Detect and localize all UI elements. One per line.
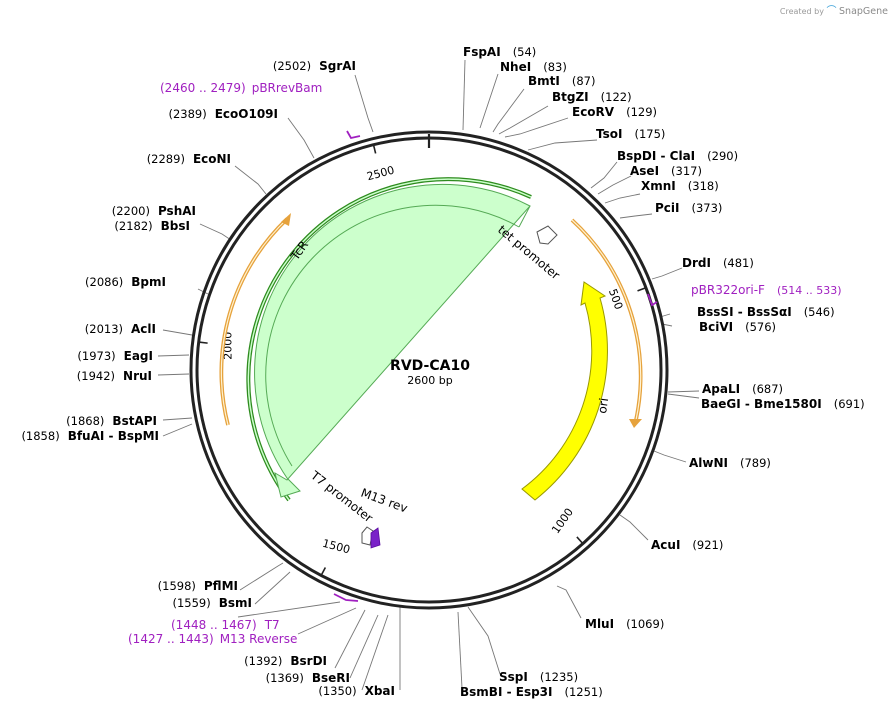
brand-product: SnapGene: [839, 6, 888, 17]
tick-label: 2500: [365, 164, 395, 184]
tick-mark: [320, 567, 327, 576]
enzyme-site-drdi: DrdI(481): [682, 256, 754, 270]
primer-markers: [333, 130, 658, 602]
enzyme-site-eagi: (1973)EagI: [77, 349, 153, 363]
tick-label: 1000: [549, 506, 576, 536]
enzyme-site-nrui: (1942)NruI: [77, 369, 152, 383]
orf-arc-left-arrowhead: [281, 213, 291, 226]
small-features: [361, 225, 558, 549]
primer-labels: (2460 .. 2479)pBRrevBam pBR322ori-F(514 …: [128, 81, 842, 646]
backbone-ring: [189, 130, 669, 610]
feature-tcr: [246, 177, 532, 502]
enzyme-site-bbsi: (2182)BbsI: [114, 219, 190, 233]
primer-marker-pbrrevbam: [346, 130, 361, 140]
primer-label-t7: (1448 .. 1467)T7: [171, 618, 280, 632]
enzyme-labels: (2502)SgrAI (2389)EcoO109I (2289)EcoNI (220…: [21, 45, 864, 699]
brand-created-by: Created by: [779, 7, 824, 16]
tick-label: 1500: [321, 537, 351, 557]
enzyme-site-bsmbi-esp3i: BsmBI - Esp3I(1251): [460, 685, 603, 699]
enzyme-site-apali: ApaLI(687): [702, 382, 783, 396]
enzyme-site-sgrai: (2502)SgrAI: [273, 59, 356, 73]
enzyme-site-baegi-bme1580i: BaeGI - Bme1580I(691): [701, 397, 865, 411]
enzyme-site-pshai: (2200)PshAI: [112, 204, 196, 218]
enzyme-site-nhei: NheI(83): [500, 60, 567, 74]
enzyme-site-bspdi-clai: BspDI - ClaI(290): [617, 149, 738, 163]
orf-arc-right: [570, 218, 643, 421]
primer-marker-t7: [333, 593, 359, 602]
primer-label-pbr322ori-f: pBR322ori-F(514 .. 533): [691, 283, 842, 297]
enzyme-site-bmti: BmtI(87): [528, 74, 595, 88]
enzyme-site-tsoi: TsoI(175): [596, 127, 665, 141]
ori-label: ori: [595, 397, 611, 414]
enzyme-site-econi: (2289)EcoNI: [147, 152, 231, 166]
primer-marker-pbr322ori-f: [647, 293, 658, 307]
tick-mark: [198, 341, 208, 344]
m13-rev-icon: [370, 527, 381, 549]
tick-mark: [372, 144, 377, 154]
enzyme-site-fspai: FspAI(54): [463, 45, 536, 59]
tcr-arrow: [254, 183, 531, 498]
enzyme-site-acui: AcuI(921): [651, 538, 723, 552]
ori-arrow: [521, 281, 608, 501]
enzyme-site-btgzi: BtgZI(122): [552, 90, 632, 104]
primer-label-m13-reverse: (1427 .. 1443)M13 Reverse: [128, 632, 297, 646]
enzyme-site-acli: (2013)AclI: [85, 322, 156, 336]
enzyme-site-bsssi-bsssαi: BssSI - BssSαI(546): [697, 305, 835, 319]
snapgene-logo-icon: ⌒: [826, 6, 837, 17]
tet-promoter-icon: [536, 225, 558, 245]
orf-arc-right-arrowhead: [629, 419, 642, 428]
enzyme-site-xbai: (1350)XbaI: [318, 684, 395, 698]
primer-label-pbrrevbam: (2460 .. 2479)pBRrevBam: [160, 81, 322, 95]
enzyme-site-mlui: MluI(1069): [585, 617, 664, 631]
enzyme-site-pcii: PciI(373): [655, 201, 722, 215]
plasmid-name: RVD-CA10: [390, 358, 470, 374]
enzyme-site-bseri: (1369)BseRI: [266, 671, 350, 685]
enzyme-site-ecoo109i: (2389)EcoO109I: [168, 107, 278, 121]
enzyme-site-xmni: XmnI(318): [641, 179, 719, 193]
enzyme-site-bsmi: (1559)BsmI: [172, 596, 252, 610]
tick-mark: [637, 286, 647, 292]
plasmid-size: 2600 bp: [407, 374, 452, 387]
tick-mark: [576, 536, 584, 545]
enzyme-site-bsrdi: (1392)BsrDI: [244, 654, 327, 668]
enzyme-site-asei: AseI(317): [630, 164, 702, 178]
enzyme-site-pflmi: (1598)PflMI: [158, 579, 238, 593]
enzyme-site-alwni: AlwNI(789): [689, 456, 771, 470]
enzyme-site-bcivi: BciVI(576): [699, 320, 776, 334]
enzyme-site-sspi: SspI(1235): [499, 670, 578, 684]
enzyme-site-bpmi: (2086)BpmI: [85, 275, 166, 289]
enzyme-site-bfuai-bspmi: (1858)BfuAI - BspMI: [21, 429, 159, 443]
snapgene-brand: Created by ⌒ SnapGene: [780, 2, 888, 17]
enzyme-site-bstapi: (1868)BstAPI: [66, 414, 157, 428]
feature-ori: [521, 281, 608, 501]
enzyme-site-ecorv: EcoRV(129): [572, 105, 657, 119]
orf-arcs: [219, 213, 643, 428]
